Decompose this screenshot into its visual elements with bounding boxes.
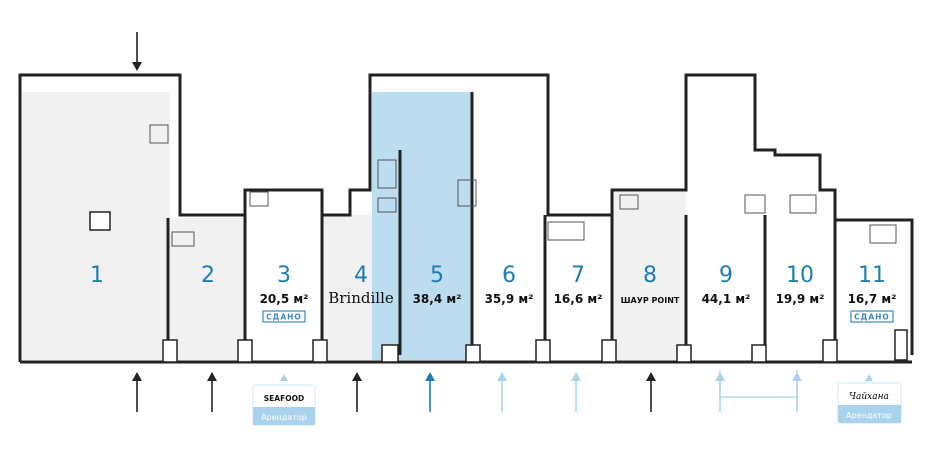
unit-3[interactable]: 3 20,5 м² СДАНО [260,263,309,323]
unit-area: 44,1 м² [702,292,751,306]
unit-10[interactable]: 10 19,9 м² [776,263,825,306]
tenant-card-seafood[interactable]: SEAFOOD Арендатор [252,384,316,426]
unit-2[interactable]: 2 [201,263,215,288]
unit-9[interactable]: 9 44,1 м² [702,263,751,306]
unit-area: 19,9 м² [776,292,825,306]
column-icon [89,211,111,231]
entrance-arrow-icon [352,372,362,412]
unit-number: 4 [354,263,368,288]
wc-icons [149,124,897,247]
entrance-bracket [719,370,798,398]
unit-number: 2 [201,263,215,288]
unit-number: 7 [571,263,585,288]
entrance-marker-icon [280,374,288,381]
unit-11[interactable]: 11 16,7 м² СДАНО [848,263,897,323]
tenant-label: Арендатор [846,411,892,420]
tenant-logo-chaihana: Чайхана [849,392,889,402]
tenant-brand: ШАУР POINT [621,296,680,305]
unit-number: 3 [277,263,291,288]
unit-area: 20,5 м² [260,292,309,306]
rented-badge-text: СДАНО [854,313,890,322]
rented-badge-text: СДАНО [266,313,302,322]
unit-number: 1 [90,263,104,288]
entrance-arrow-icon [571,372,581,412]
unit-8-fill[interactable] [613,192,686,360]
unit-area: 16,6 м² [554,292,603,306]
outer-walls [18,73,914,362]
unit-number: 11 [858,263,886,288]
unit-number: 10 [786,263,814,288]
unit-1[interactable]: 1 [90,263,104,288]
entrance-arrow-icon [425,372,435,412]
unit-number: 9 [719,263,733,288]
unit-area: 35,9 м² [485,292,534,306]
entrance-arrow-icon [497,372,507,412]
unit-6[interactable]: 6 35,9 м² [485,263,534,306]
unit-7[interactable]: 7 16,6 м² [554,263,603,306]
entrance-arrow-icon [646,372,656,412]
unit-number: 5 [430,263,444,288]
unit-area: 38,4 м² [413,292,462,306]
tenant-logo-seafood: SEAFOOD [264,394,304,403]
tenant-card-chaihana[interactable]: Чайхана Арендатор [837,382,902,424]
unit-number: 6 [502,263,516,288]
unit-5-fill[interactable] [372,92,472,360]
entrance-marker-icon [865,374,873,381]
tenant-brand: Brindille [328,289,394,307]
partition-walls [166,92,837,355]
entrance-arrow-icon [132,372,142,412]
entrance-arrow-icon [207,372,217,412]
unit-2-fill[interactable] [168,218,245,360]
top-entrance-arrow-icon [132,32,142,71]
rented-badge [850,310,894,323]
unit-area: 16,7 м² [848,292,897,306]
tenant-label: Арендатор [261,413,307,422]
rented-badge [262,310,306,323]
unit-number: 8 [643,263,657,288]
unit-5[interactable]: 5 38,4 м² [413,263,462,306]
columns [162,329,908,363]
